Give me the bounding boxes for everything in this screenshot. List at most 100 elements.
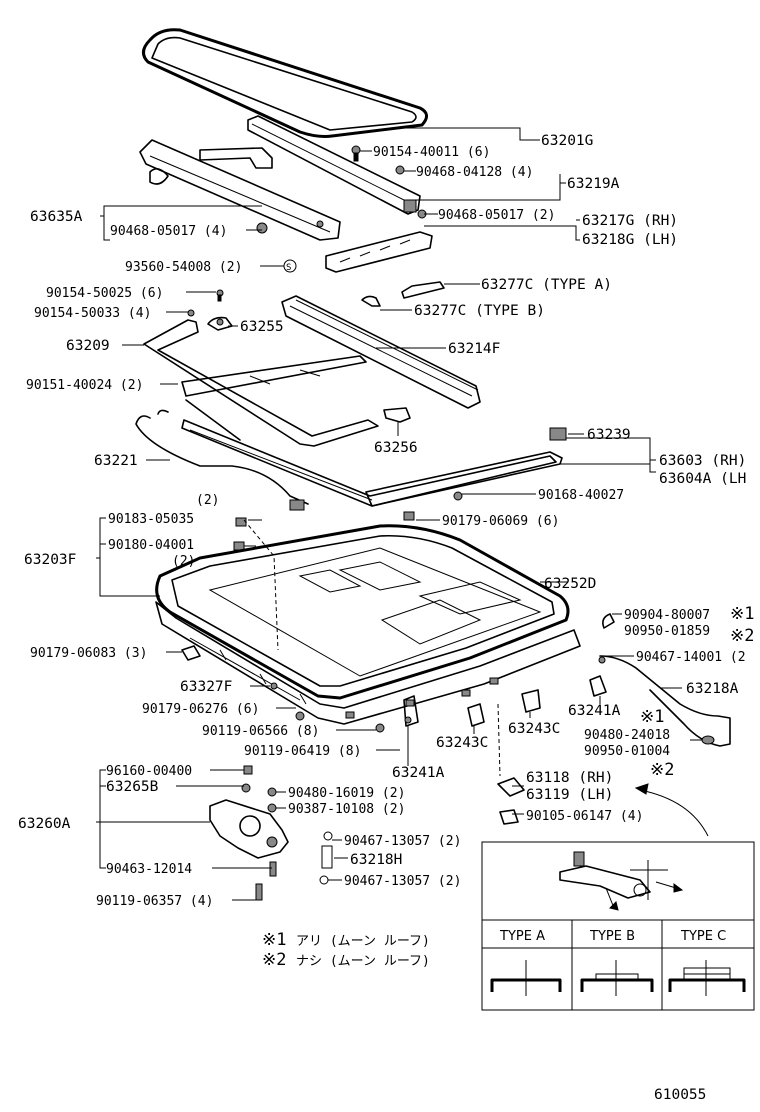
clip-icon[interactable] xyxy=(235,517,247,527)
part-number-label[interactable]: 63218G (LH) xyxy=(582,232,678,248)
link-part[interactable] xyxy=(207,316,233,331)
part-number-label[interactable]: 93560-54008 (2) xyxy=(125,260,242,275)
part-number-label[interactable]: 90154-40011 (6) xyxy=(373,145,490,160)
part-number-label[interactable]: 90151-40024 (2) xyxy=(26,378,143,393)
bolt-icon[interactable] xyxy=(270,682,278,690)
part-number-label[interactable]: 90950-01004 xyxy=(584,744,670,759)
guide-rail-part[interactable] xyxy=(365,427,567,507)
screw-icon[interactable] xyxy=(216,289,224,302)
washer-icon[interactable]: S xyxy=(283,259,297,273)
part-number-label[interactable]: 63214F xyxy=(448,341,500,357)
nut-icon[interactable] xyxy=(395,165,405,175)
part-number-label[interactable]: 90119-06357 (4) xyxy=(96,894,213,909)
screw-icon[interactable] xyxy=(187,309,195,317)
housing-frame-part[interactable] xyxy=(143,319,379,447)
bracket-part[interactable] xyxy=(467,703,485,727)
part-number-label[interactable]: 90467-13057 (2) xyxy=(344,874,461,889)
type-c-profile-icon xyxy=(668,960,746,996)
part-number-label[interactable]: 90904-80007 xyxy=(624,608,710,623)
part-number-label[interactable]: 90387-10108 (2) xyxy=(288,802,405,817)
part-number-label[interactable]: 90154-50033 (4) xyxy=(34,306,151,321)
bracket-part[interactable] xyxy=(589,675,607,697)
weatherstrip-part[interactable] xyxy=(247,115,421,215)
part-number-label[interactable]: 90468-05017 (4) xyxy=(110,224,227,239)
part-number-label[interactable]: 90119-06566 (8) xyxy=(202,724,319,739)
part-number-label[interactable]: 90179-06069 (6) xyxy=(442,514,559,529)
hinge-bracket-part[interactable] xyxy=(497,703,525,825)
svg-text:S: S xyxy=(286,263,291,273)
drive-cable-part[interactable] xyxy=(135,409,557,511)
front-rail-part[interactable] xyxy=(281,295,481,409)
screw-icon[interactable] xyxy=(351,145,361,162)
stopper-part[interactable] xyxy=(383,407,411,423)
part-number-label[interactable]: 63265B xyxy=(106,779,159,795)
part-number-label[interactable]: 63221 xyxy=(94,453,138,469)
part-number-label[interactable]: 90468-04128 (4) xyxy=(416,165,533,180)
part-number-label[interactable]: 90950-01859 xyxy=(624,624,710,639)
part-number-label[interactable]: 90467-13057 (2) xyxy=(344,834,461,849)
part-number-label[interactable]: 63201G xyxy=(541,133,593,149)
part-number-label[interactable]: 63635A xyxy=(30,209,83,225)
sunroof-housing-part[interactable] xyxy=(155,519,581,725)
part-number-label[interactable]: 63327F xyxy=(180,679,232,695)
part-number-label[interactable]: 63218A xyxy=(686,681,739,697)
part-number-label[interactable]: 90183-05035 xyxy=(108,512,194,527)
part-number-label[interactable]: 90480-16019 (2) xyxy=(288,786,405,801)
bracket-type-b-part[interactable] xyxy=(361,295,381,307)
part-number-label[interactable]: 63219A xyxy=(567,176,620,192)
part-number-label[interactable]: 90168-40027 xyxy=(538,488,624,503)
part-number-label[interactable]: 90467-14001 (2 xyxy=(636,650,746,665)
bolt-icon[interactable] xyxy=(375,723,385,733)
part-number-label[interactable]: 90463-12014 xyxy=(106,862,192,877)
part-number-label[interactable]: 90154-50025 (6) xyxy=(46,286,163,301)
part-number-label[interactable]: 63277C (TYPE A) xyxy=(481,277,612,293)
sunroof-glass-part[interactable] xyxy=(142,28,428,138)
guide-bracket-part[interactable] xyxy=(325,209,433,273)
part-number-label[interactable]: 63217G (RH) xyxy=(582,213,678,229)
part-number-label[interactable]: 90180-04001 xyxy=(108,538,194,553)
part-number-label[interactable]: 63260A xyxy=(18,816,71,832)
clamp-icon[interactable] xyxy=(319,875,329,885)
bracket-part[interactable] xyxy=(403,695,419,727)
hose-part[interactable] xyxy=(321,845,333,869)
note-marker: ※2 xyxy=(650,760,674,780)
part-number-label[interactable]: 63209 xyxy=(66,338,110,354)
part-number-label[interactable]: 90468-05017 (2) xyxy=(438,208,555,223)
part-number-label[interactable]: 63241A xyxy=(568,703,621,719)
part-number-label[interactable]: 63604A (LH xyxy=(659,471,746,487)
part-number-label[interactable]: 63255 xyxy=(240,319,284,335)
part-number-label[interactable]: 96160-00400 xyxy=(106,764,192,779)
part-number-label[interactable]: 63243C xyxy=(436,735,488,751)
clip-icon[interactable] xyxy=(403,511,415,521)
part-number-label[interactable]: 63218H xyxy=(350,852,402,868)
bolt-icon[interactable] xyxy=(295,711,305,721)
part-number-label[interactable]: 63243C xyxy=(508,721,560,737)
sunroof-motor-part[interactable] xyxy=(209,765,289,901)
part-number-label[interactable]: 90105-06147 (4) xyxy=(526,809,643,824)
part-number-label[interactable]: 63118 (RH) xyxy=(526,770,613,786)
part-number-label[interactable]: 90179-06276 (6) xyxy=(142,702,259,717)
part-number-label[interactable]: 90179-06083 (3) xyxy=(30,646,147,661)
bracket-part[interactable] xyxy=(521,689,541,713)
callout-labels: 63201G 90154-40011 (6) 90468-04128 (4) 6… xyxy=(18,133,754,909)
clip-icon[interactable] xyxy=(453,491,463,501)
drain-hose-part[interactable] xyxy=(598,613,731,747)
bracket-type-a-part[interactable] xyxy=(401,281,445,299)
part-number-label[interactable]: 63603 (RH) xyxy=(659,453,746,469)
bracket-part[interactable] xyxy=(181,645,201,661)
clip-icon[interactable] xyxy=(233,541,245,551)
part-number-label[interactable]: 63277C (TYPE B) xyxy=(414,303,545,319)
part-number-label[interactable]: 90480-24018 xyxy=(584,728,670,743)
spacer-icon[interactable] xyxy=(267,787,277,797)
part-number-label[interactable]: 63256 xyxy=(374,440,418,456)
part-number-label[interactable]: 90119-06419 (8) xyxy=(244,744,361,759)
grommet-icon[interactable] xyxy=(701,735,715,745)
part-number-label[interactable]: 63241A xyxy=(392,765,445,781)
clamp-icon[interactable] xyxy=(323,831,333,841)
part-number-label[interactable]: 63252D xyxy=(544,576,596,592)
part-number-label[interactable]: 63239 xyxy=(587,427,631,443)
part-number-label[interactable]: 63119 (LH) xyxy=(526,787,613,803)
part-number-label[interactable]: 63203F xyxy=(24,552,76,568)
washer-icon[interactable] xyxy=(267,803,277,813)
type-b-header: TYPE B xyxy=(589,929,635,944)
